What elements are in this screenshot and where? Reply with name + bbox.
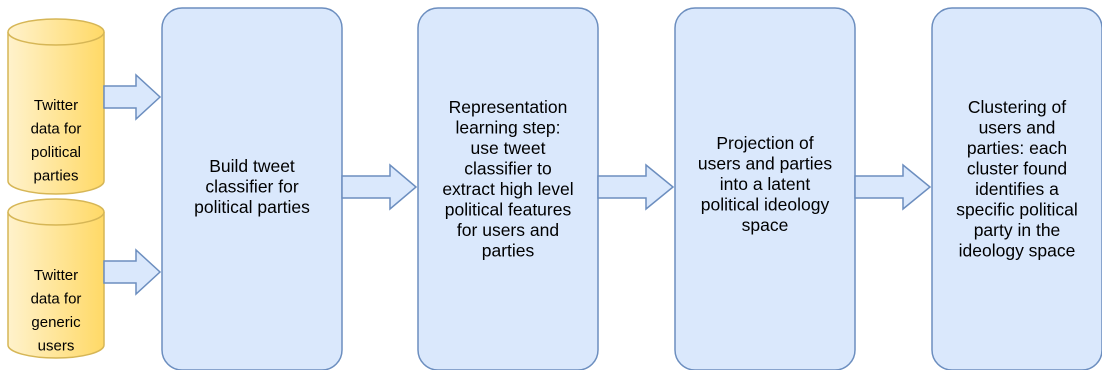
database-icon xyxy=(7,18,105,195)
text-line: classifier to xyxy=(464,159,552,179)
source-label-generic-users: Twitter data for generic users xyxy=(31,267,82,355)
text-line: parties xyxy=(33,168,78,185)
text-line: space xyxy=(742,215,789,235)
text-line: data for xyxy=(31,291,82,308)
text-line: classifier for xyxy=(205,177,299,197)
text-line: Representation xyxy=(449,97,568,117)
text-line: political features xyxy=(445,200,572,220)
text-line: Twitter xyxy=(34,97,78,114)
text-line: parties xyxy=(482,241,535,261)
text-line: cluster found xyxy=(967,159,1067,179)
text-line: Projection of xyxy=(716,133,813,153)
text-line: parties: each xyxy=(967,138,1067,158)
text-line: users and parties xyxy=(698,154,832,174)
text-line: Twitter xyxy=(34,267,78,284)
database-icon xyxy=(7,198,105,359)
database-generic-users: Twitter data for generic users xyxy=(7,198,105,359)
text-line: ideology space xyxy=(959,241,1076,261)
arrow-right-icon xyxy=(854,163,932,211)
arrow-right-icon xyxy=(597,163,675,211)
text-line: data for xyxy=(31,121,82,138)
text-line: Clustering of xyxy=(968,97,1066,117)
text-line: specific political xyxy=(956,200,1078,220)
arrow-right-icon xyxy=(103,248,162,296)
text-line: party in the xyxy=(974,220,1061,240)
text-line: political parties xyxy=(194,197,310,217)
database-political-parties: Twitter data for political parties xyxy=(7,18,105,195)
text-line: use tweet xyxy=(471,138,546,158)
text-line: users and xyxy=(979,118,1056,138)
text-line: identifies a xyxy=(975,179,1059,199)
text-line: Build tweet xyxy=(209,156,295,176)
text-line: generic xyxy=(31,314,81,331)
arrow-right-icon xyxy=(103,73,162,121)
text-line: extract high level xyxy=(442,179,573,199)
text-line: users xyxy=(38,338,75,355)
text-line: into a latent xyxy=(720,174,811,194)
arrow-right-icon xyxy=(341,163,418,211)
source-label-political-parties: Twitter data for political parties xyxy=(31,97,82,185)
text-line: for users and xyxy=(457,220,559,240)
text-line: political xyxy=(31,144,81,161)
text-line: political ideology xyxy=(701,195,830,215)
text-line: learning step: xyxy=(455,118,560,138)
